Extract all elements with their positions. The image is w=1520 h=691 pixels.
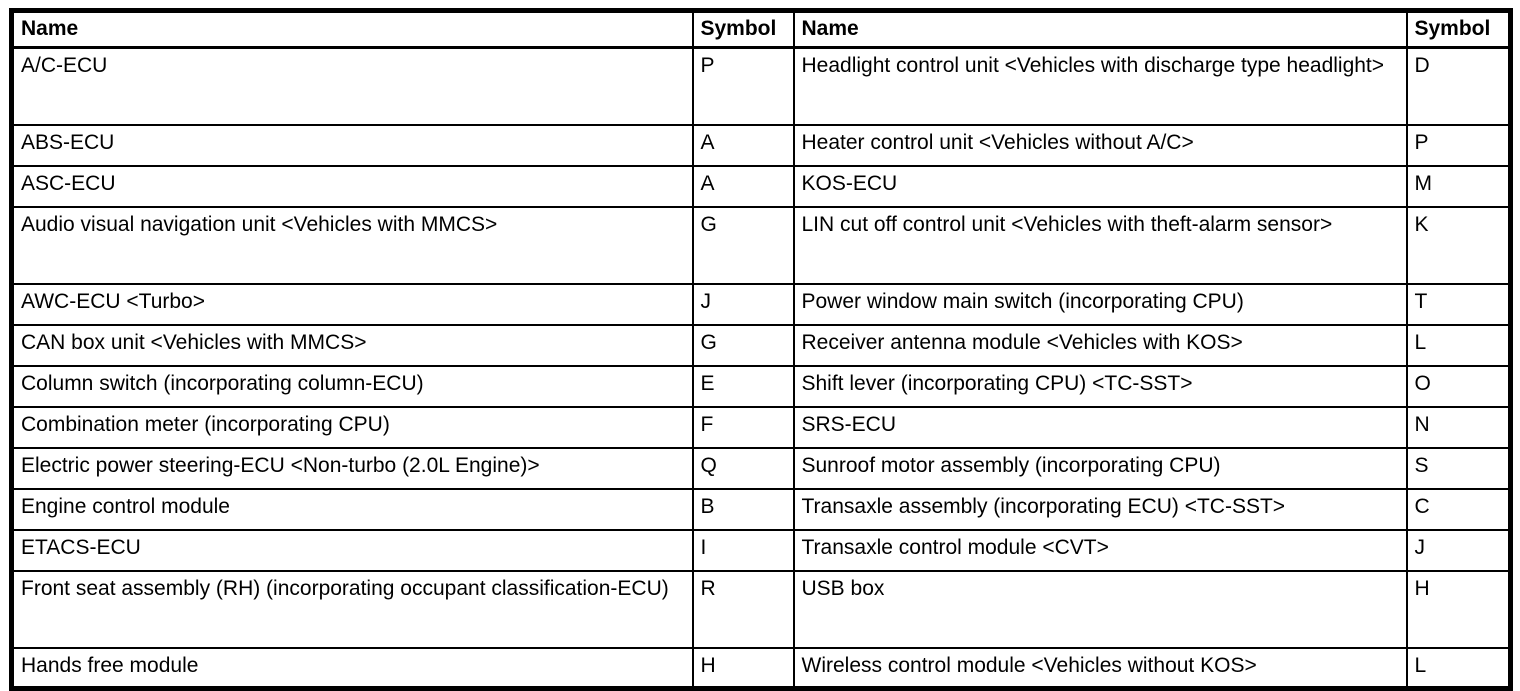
name-cell: Engine control module [10, 487, 694, 531]
name-cell: Wireless control module <Vehicles withou… [792, 646, 1408, 690]
name-cell: USB box [792, 569, 1408, 649]
symbol-cell: H [1405, 569, 1512, 649]
symbol-cell: G [691, 205, 795, 285]
name-cell: Audio visual navigation unit <Vehicles w… [10, 205, 694, 285]
name-cell: ETACS-ECU [10, 528, 694, 572]
symbol-cell: B [691, 487, 795, 531]
name-cell: Sunroof motor assembly (incorporating CP… [792, 446, 1408, 490]
symbol-cell: I [691, 528, 795, 572]
name-cell: A/C-ECU [10, 46, 694, 126]
name-cell: KOS-ECU [792, 164, 1408, 208]
symbol-cell: R [691, 569, 795, 649]
symbol-cell: J [1405, 528, 1512, 572]
symbol-cell: E [691, 364, 795, 408]
symbol-cell: O [1405, 364, 1512, 408]
symbol-cell: Q [691, 446, 795, 490]
symbol-cell: J [691, 282, 795, 326]
table-header-row: Name Symbol Name Symbol [10, 9, 1512, 49]
symbol-cell: C [1405, 487, 1512, 531]
name-cell: Transaxle assembly (incorporating ECU) <… [792, 487, 1408, 531]
symbol-cell: M [1405, 164, 1512, 208]
name-cell: Receiver antenna module <Vehicles with K… [792, 323, 1408, 367]
name-cell: Hands free module [10, 646, 694, 690]
symbol-cell: S [1405, 446, 1512, 490]
name-cell: CAN box unit <Vehicles with MMCS> [10, 323, 694, 367]
table-row: Electric power steering-ECU <Non-turbo (… [10, 446, 1512, 490]
symbol-cell: P [1405, 123, 1512, 167]
header-name-right: Name [792, 9, 1408, 49]
symbol-cell: H [691, 646, 795, 690]
name-cell: Heater control unit <Vehicles without A/… [792, 123, 1408, 167]
symbol-cell: A [691, 164, 795, 208]
header-name-left: Name [10, 9, 694, 49]
symbol-cell: L [1405, 646, 1512, 690]
name-cell: Front seat assembly (RH) (incorporating … [10, 569, 694, 649]
symbol-cell: G [691, 323, 795, 367]
symbol-cell: D [1405, 46, 1512, 126]
name-cell: Headlight control unit <Vehicles with di… [792, 46, 1408, 126]
name-cell: LIN cut off control unit <Vehicles with … [792, 205, 1408, 285]
table-row: Column switch (incorporating column-ECU)… [10, 364, 1512, 408]
table-row: Audio visual navigation unit <Vehicles w… [10, 205, 1512, 285]
symbol-cell: F [691, 405, 795, 449]
name-cell: Shift lever (incorporating CPU) <TC-SST> [792, 364, 1408, 408]
name-cell: Power window main switch (incorporating … [792, 282, 1408, 326]
symbol-cell: P [691, 46, 795, 126]
table-row: Front seat assembly (RH) (incorporating … [10, 569, 1512, 649]
name-cell: Electric power steering-ECU <Non-turbo (… [10, 446, 694, 490]
header-symbol-left: Symbol [691, 9, 795, 49]
name-cell: ABS-ECU [10, 123, 694, 167]
name-cell: SRS-ECU [792, 405, 1408, 449]
header-symbol-right: Symbol [1405, 9, 1512, 49]
symbol-cell: N [1405, 405, 1512, 449]
symbol-cell: L [1405, 323, 1512, 367]
name-cell: Combination meter (incorporating CPU) [10, 405, 694, 449]
name-cell: AWC-ECU <Turbo> [10, 282, 694, 326]
name-cell: Column switch (incorporating column-ECU) [10, 364, 694, 408]
symbol-cell: A [691, 123, 795, 167]
symbol-cell: T [1405, 282, 1512, 326]
name-cell: Transaxle control module <CVT> [792, 528, 1408, 572]
symbol-cell: K [1405, 205, 1512, 285]
name-cell: ASC-ECU [10, 164, 694, 208]
